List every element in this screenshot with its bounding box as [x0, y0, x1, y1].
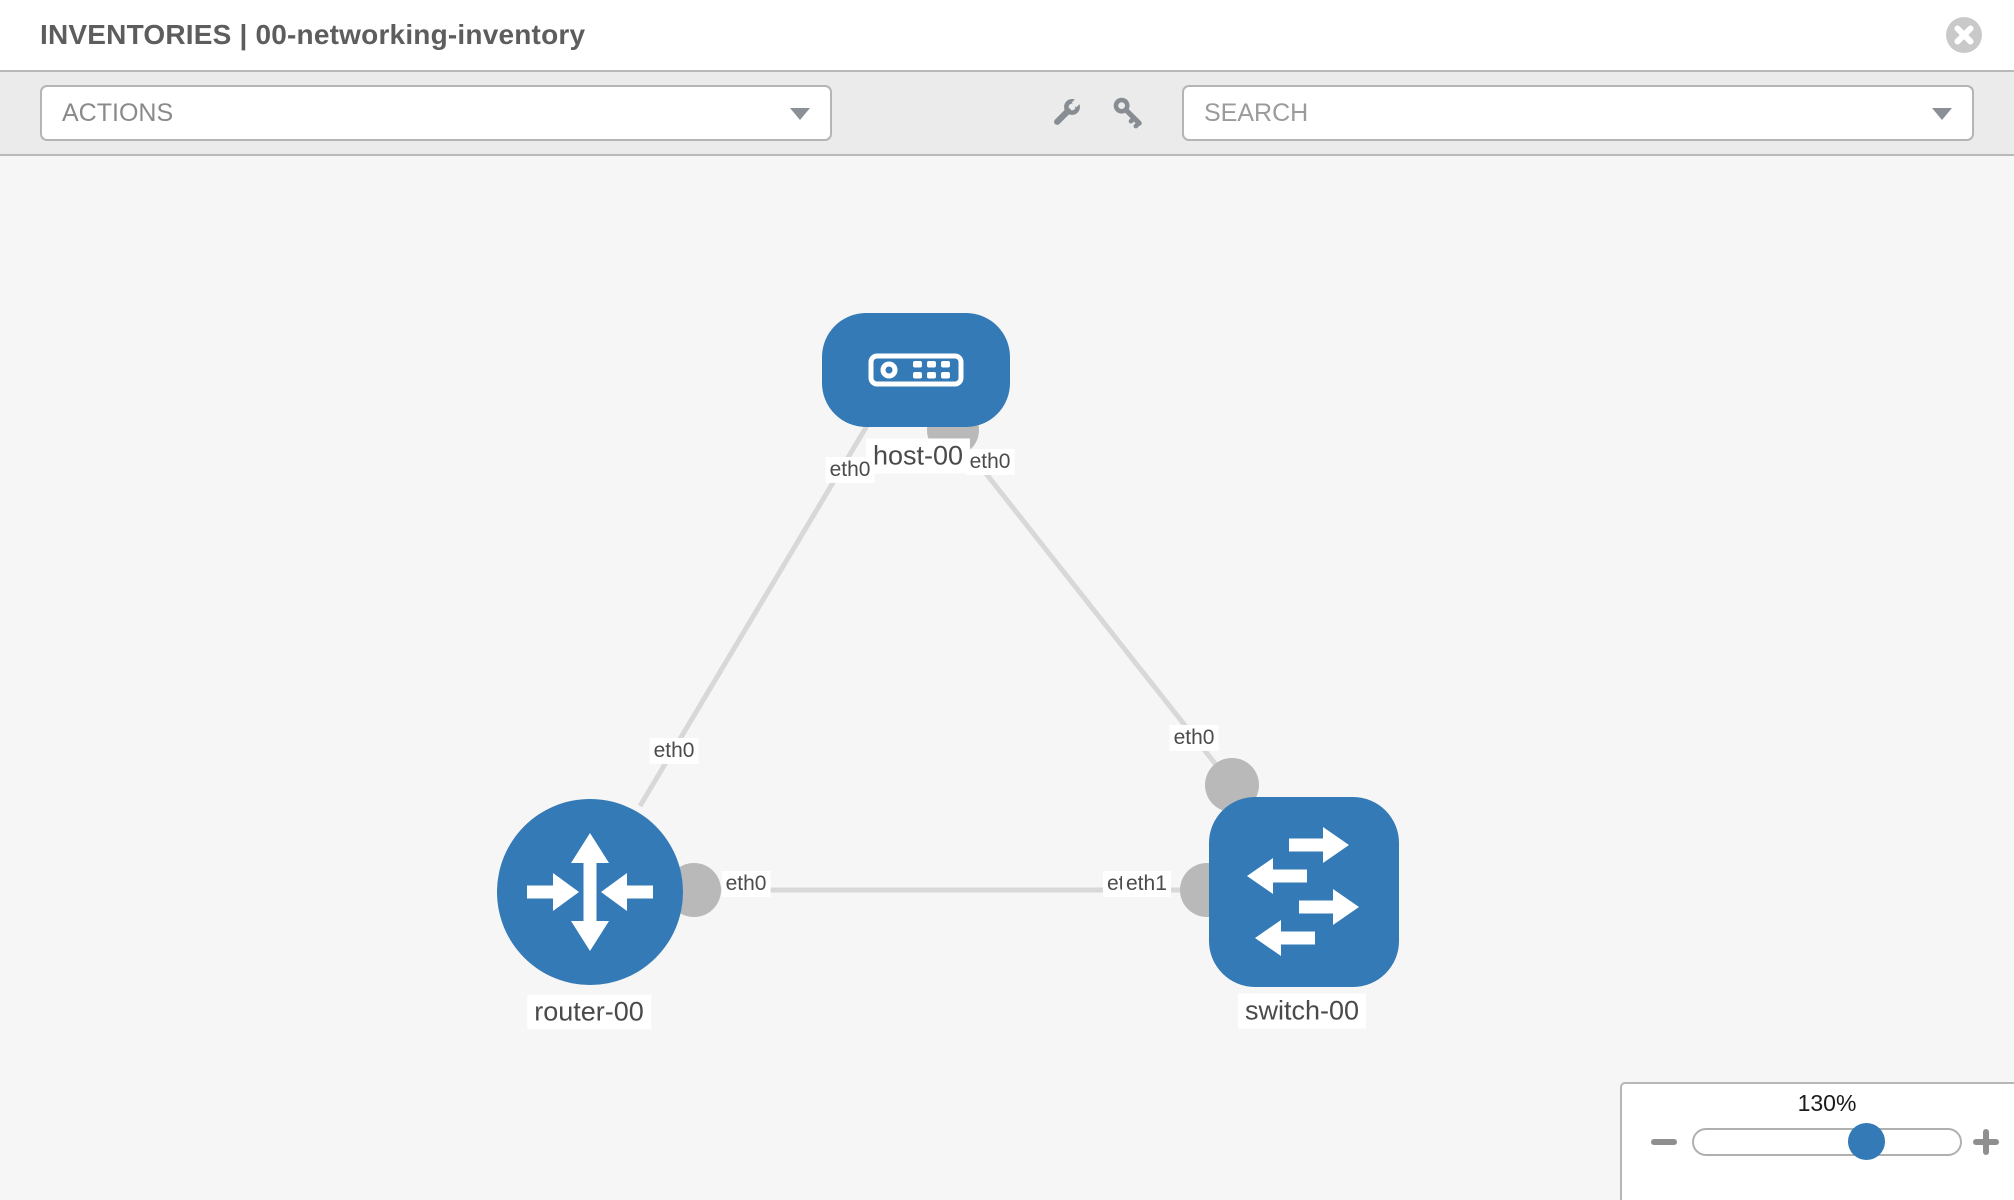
plus-icon — [1973, 1129, 1999, 1155]
topology-links-layer — [637, 404, 1259, 917]
interface-label: eth0 — [649, 737, 699, 765]
actions-dropdown[interactable]: ACTIONS — [40, 85, 832, 141]
router-icon — [527, 833, 653, 951]
interface-label: eth1 — [1122, 870, 1171, 898]
toolbar: ACTIONS SEARCH — [0, 72, 2014, 156]
interface-label: eth0 — [825, 456, 875, 484]
interface-label: eth0 — [1169, 724, 1219, 752]
wrench-button[interactable] — [1044, 91, 1088, 135]
key-icon — [1113, 97, 1142, 129]
zoom-panel: 130% — [1620, 1082, 2014, 1200]
close-button[interactable] — [1946, 17, 1982, 53]
node-switch-00[interactable] — [1209, 797, 1399, 987]
page-title: INVENTORIES | 00-networking-inventory — [40, 19, 586, 50]
node-host-00[interactable] — [822, 313, 1010, 427]
zoom-level: 130% — [1797, 1090, 1857, 1116]
interface-label: eth0 — [721, 870, 771, 898]
header: INVENTORIES | 00-networking-inventory — [0, 0, 2014, 72]
topology-canvas[interactable]: host-00 eth0 eth0 eth0 eth0 eth0 eth0 et… — [0, 156, 2014, 1200]
search-dropdown[interactable]: SEARCH — [1182, 85, 1974, 141]
search-dropdown-label: SEARCH — [1204, 98, 1309, 127]
close-icon — [1946, 17, 1982, 53]
key-button[interactable] — [1107, 91, 1151, 135]
zoom-slider-thumb[interactable] — [1848, 1123, 1885, 1160]
host-icon — [868, 353, 964, 387]
zoom-slider[interactable] — [1692, 1123, 1962, 1160]
zoom-out-button[interactable] — [1648, 1128, 1680, 1156]
caret-down-icon — [1932, 108, 1952, 120]
wrench-icon — [1054, 98, 1081, 125]
actions-dropdown-label: ACTIONS — [62, 98, 174, 127]
minus-icon — [1651, 1139, 1677, 1145]
node-label-host: host-00 — [865, 438, 971, 474]
switch-icon — [1247, 827, 1359, 956]
node-label-router: router-00 — [527, 994, 651, 1030]
zoom-in-button[interactable] — [1970, 1128, 2002, 1156]
caret-down-icon — [790, 108, 810, 120]
interface-label: eth0 — [965, 448, 1015, 476]
node-router-00[interactable] — [497, 799, 683, 985]
node-label-switch: switch-00 — [1237, 993, 1367, 1029]
